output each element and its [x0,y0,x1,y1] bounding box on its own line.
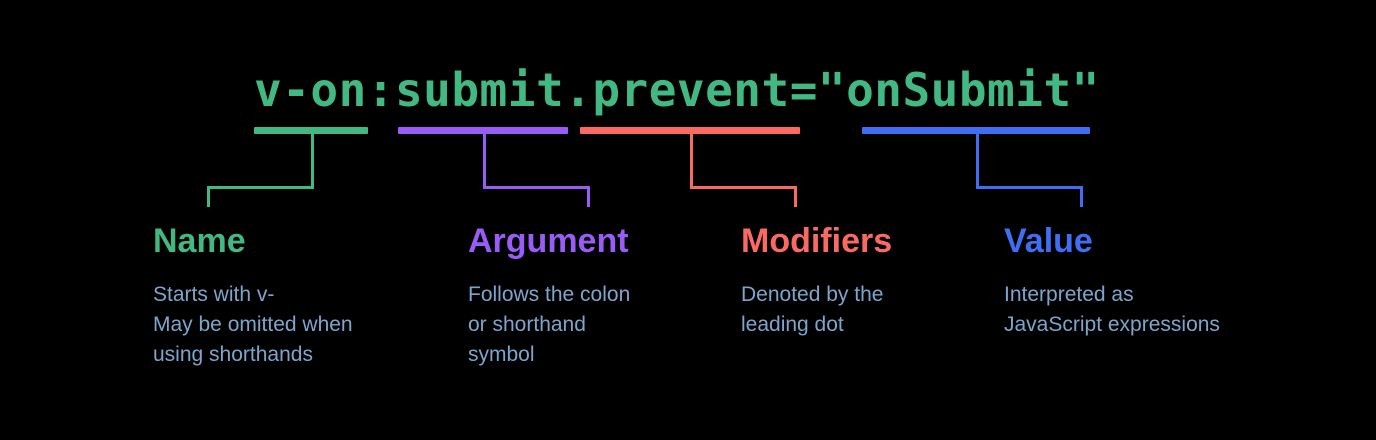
connector-stub-argument [587,186,590,207]
connector-vertical-name [311,134,314,188]
group-title-value: Value [1004,222,1093,260]
connector-horizontal-value [976,186,1083,189]
connector-stub-name [207,186,210,207]
group-description-modifiers: Denoted by the leading dot [741,283,884,336]
underline-bar-argument [398,127,568,134]
connector-stub-value [1080,186,1083,207]
connector-horizontal-argument [483,186,590,189]
connector-vertical-modifiers [690,134,693,188]
code-expression: v-on:submit.prevent="onSubmit" [254,63,1100,117]
underline-bar-name [254,127,368,134]
connector-vertical-argument [483,134,486,188]
underline-bar-value [862,127,1090,134]
connector-vertical-value [976,134,979,188]
group-description-argument: Follows the colon or shorthand symbol [468,283,631,366]
group-title-argument: Argument [468,222,629,260]
connector-stub-modifiers [794,186,797,207]
group-description-value: Interpreted as JavaScript expressions [1004,283,1220,336]
connector-horizontal-modifiers [690,186,797,189]
group-description-name: Starts with v- May be omitted when using… [153,283,353,366]
group-title-modifiers: Modifiers [741,222,893,260]
underline-bar-modifiers [580,127,800,134]
group-title-name: Name [153,222,246,260]
connector-horizontal-name [207,186,314,189]
